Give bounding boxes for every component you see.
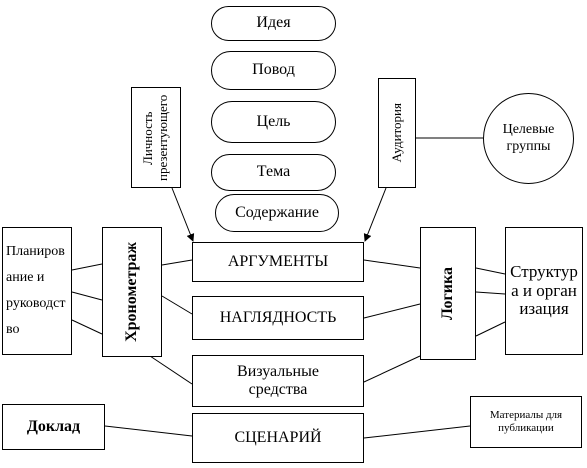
planning-text: Планиров ание и руководст во bbox=[6, 239, 65, 343]
connector-arguments-logic bbox=[363, 259, 421, 269]
visibility-label: НАГЛЯДНОСТЬ bbox=[219, 308, 337, 326]
pill-occasion: Повод bbox=[211, 51, 336, 90]
connector-scenario-materials bbox=[363, 425, 471, 439]
logic-label: Логика bbox=[438, 267, 456, 320]
connector-plan-timing-2 bbox=[71, 291, 103, 301]
connector-report-scenario bbox=[104, 425, 193, 437]
materials-label: Материалы для публикации bbox=[489, 409, 563, 434]
presenter-box: Личность презентующего bbox=[131, 87, 181, 188]
connector-logic-structure-2 bbox=[475, 291, 506, 295]
arguments-label: АРГУМЕНТЫ bbox=[227, 252, 329, 270]
planning-line-2: ание и bbox=[6, 270, 45, 285]
structure-box: Структура и организация bbox=[505, 227, 583, 355]
scenario-label: СЦЕНАРИЙ bbox=[234, 428, 322, 446]
timing-label: Хронометраж bbox=[122, 242, 140, 342]
target-groups-circle: Целевые группы bbox=[483, 93, 574, 184]
connector-timing-visibility bbox=[161, 295, 193, 315]
scenario-box: СЦЕНАРИЙ bbox=[192, 413, 364, 463]
structure-label: Структура и организация bbox=[510, 261, 578, 319]
pill-goal: Цель bbox=[211, 101, 336, 143]
pill-topic-label: Тема bbox=[256, 163, 291, 181]
planning-line-1: Планиров bbox=[6, 244, 65, 259]
pill-content-label: Содержание bbox=[235, 203, 319, 221]
visual-means-label: Визуальные средства bbox=[237, 362, 319, 398]
arrow-presenter-arguments bbox=[171, 187, 195, 242]
presenter-label: Личность презентующего bbox=[140, 94, 170, 181]
planning-line-3: руководст bbox=[6, 296, 66, 311]
visibility-box: НАГЛЯДНОСТЬ bbox=[192, 296, 364, 340]
audience-label: Аудитория bbox=[388, 103, 404, 163]
connector-logic-structure-1 bbox=[475, 267, 506, 275]
report-label: Доклад bbox=[26, 417, 81, 435]
materials-box: Материалы для публикации bbox=[470, 396, 582, 448]
timing-box: Хронометраж bbox=[102, 227, 162, 357]
connector-timing-visual bbox=[149, 355, 193, 385]
connector-visual-logic bbox=[363, 355, 421, 383]
logic-box: Логика bbox=[420, 227, 476, 360]
connector-timing-arguments bbox=[161, 259, 193, 266]
pill-occasion-label: Повод bbox=[252, 61, 295, 79]
arrow-audience-arguments bbox=[363, 187, 387, 242]
connector-plan-timing-3 bbox=[71, 319, 103, 335]
pill-content: Содержание bbox=[215, 194, 339, 232]
report-box: Доклад bbox=[2, 404, 105, 450]
planning-line-4: во bbox=[6, 322, 20, 337]
pill-idea: Идея bbox=[211, 6, 336, 41]
audience-box: Аудитория bbox=[378, 78, 416, 188]
pill-topic: Тема bbox=[211, 154, 336, 191]
pill-idea-label: Идея bbox=[256, 14, 291, 32]
pill-goal-label: Цель bbox=[256, 112, 291, 130]
visual-means-box: Визуальные средства bbox=[192, 355, 364, 407]
connector-plan-timing-1 bbox=[71, 263, 103, 271]
arguments-box: АРГУМЕНТЫ bbox=[192, 242, 364, 282]
planning-box: Планиров ание и руководст во bbox=[2, 227, 72, 355]
connector-logic-structure-3 bbox=[475, 321, 506, 337]
target-groups-label: Целевые группы bbox=[502, 122, 555, 154]
connector-visibility-logic bbox=[363, 303, 421, 319]
